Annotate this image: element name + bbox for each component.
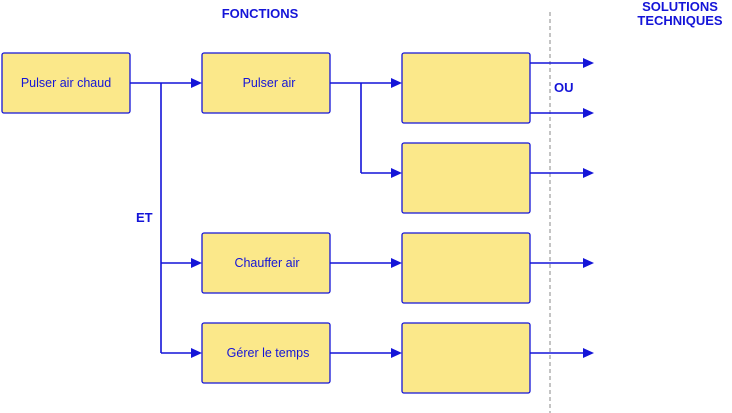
connector-et-label: ET	[136, 210, 153, 225]
arrow-head-icon	[583, 348, 594, 358]
box-pulser-air	[201, 52, 331, 114]
solution-box-4	[401, 322, 531, 394]
arrow-head-icon	[191, 78, 202, 88]
box-pulser-air-label: Pulser air	[243, 76, 296, 90]
arrow-head-icon	[583, 108, 594, 118]
arrow-head-icon	[391, 258, 402, 268]
arrow-head-icon	[191, 258, 202, 268]
box-chauffer-air	[201, 232, 331, 294]
solution-box-1	[401, 52, 531, 124]
arrow-head-icon	[583, 258, 594, 268]
arrow-head-icon	[583, 168, 594, 178]
arrowheads	[191, 58, 594, 358]
connector-ou-label: OU	[554, 80, 574, 95]
box-gerer-le-temps	[201, 322, 331, 384]
arrow-head-icon	[191, 348, 202, 358]
header-fonctions: FONCTIONS	[222, 6, 299, 21]
solution-box-3	[401, 232, 531, 304]
arrow-head-icon	[583, 58, 594, 68]
solution-box-2	[401, 142, 531, 214]
box-pulser-air-chaud	[1, 52, 131, 114]
header-techniques: TECHNIQUES	[637, 13, 723, 28]
connection-lines	[130, 62, 586, 354]
arrow-head-icon	[391, 168, 402, 178]
box-pulser-air-chaud-label: Pulser air chaud	[21, 76, 111, 90]
arrow-head-icon	[391, 78, 402, 88]
header-solutions: SOLUTIONS	[642, 0, 718, 14]
box-gerer-le-temps-label: Gérer le temps	[227, 346, 310, 360]
box-chauffer-air-label: Chauffer air	[234, 256, 299, 270]
arrow-head-icon	[391, 348, 402, 358]
